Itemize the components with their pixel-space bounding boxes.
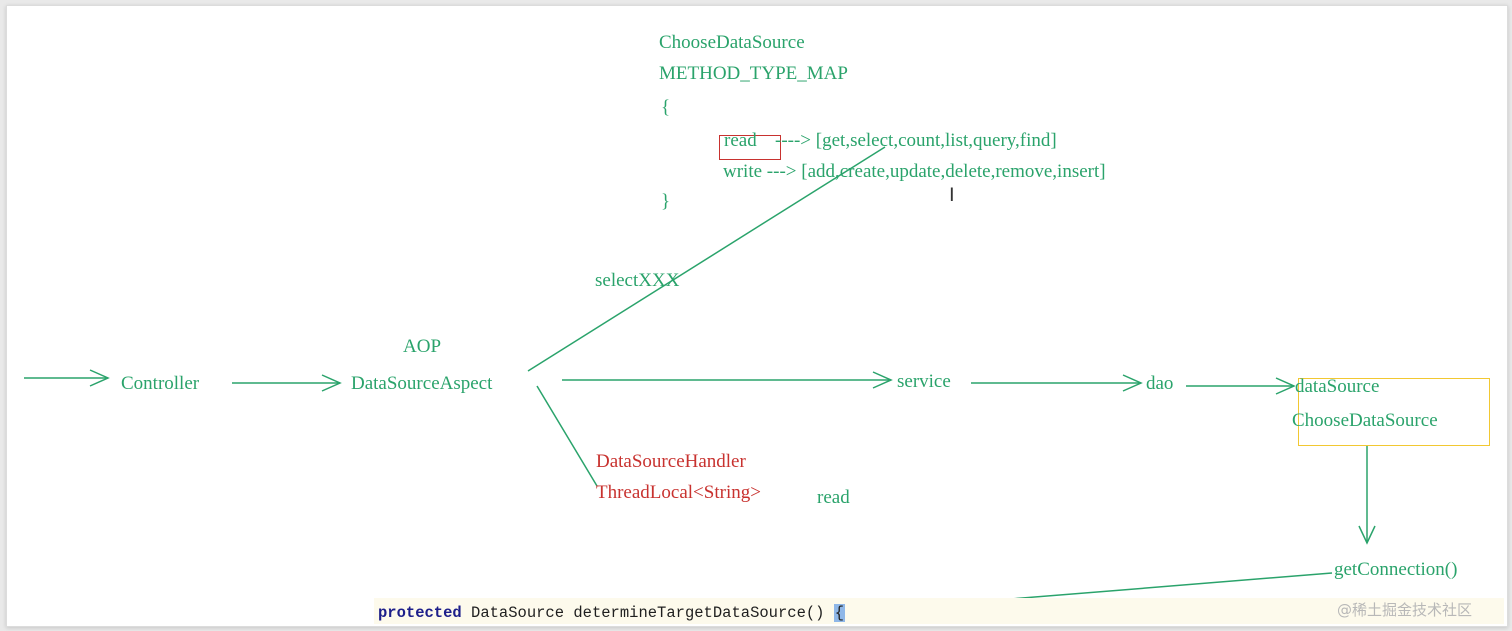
aspect-to-service-arrowhead <box>872 371 893 389</box>
service-node: service <box>897 371 951 392</box>
dao-node: dao <box>1146 373 1174 394</box>
code-signature: DataSource determineTargetDataSource() <box>461 604 834 622</box>
watermark: @稀土掘金技术社区 <box>1337 601 1473 619</box>
diagram-canvas: ChooseDataSource METHOD_TYPE_MAP { read … <box>6 5 1508 627</box>
datasource-node: dataSource <box>1295 376 1380 397</box>
read-highlight-box <box>719 135 781 160</box>
aspect-to-read-line <box>527 146 886 372</box>
handler-threadlocal: ThreadLocal<String> <box>596 482 761 503</box>
handler-name: DataSourceHandler <box>596 451 746 472</box>
choose-datasource-node: ChooseDataSource <box>1292 410 1438 431</box>
code-keyword: protected <box>378 604 462 622</box>
controller-node: Controller <box>121 373 200 394</box>
map-write-methods: write ---> [add,create,update,delete,rem… <box>723 161 1106 182</box>
datasource-highlight-box <box>1298 378 1490 446</box>
handler-value: read <box>817 487 850 508</box>
datasource-aspect-node: DataSourceAspect <box>351 373 493 394</box>
connector-layer <box>24 146 1376 606</box>
datasource-to-connection-arrowhead <box>1358 525 1376 545</box>
entry-arrowhead <box>89 369 110 387</box>
select-label: selectXXX <box>595 270 680 291</box>
code-brace: { <box>833 604 846 622</box>
dao-to-datasource-arrowhead <box>1275 377 1296 395</box>
get-connection-node: getConnection() <box>1334 559 1458 580</box>
map-read-key: read <box>724 130 757 151</box>
map-open-brace: { <box>661 97 671 118</box>
map-read-methods: ----> [get,select,count,list,query,find] <box>775 130 1057 151</box>
service-to-dao-arrowhead <box>1122 374 1143 392</box>
code-line: protected DataSource determineTargetData… <box>378 603 846 623</box>
map-name: METHOD_TYPE_MAP <box>659 63 848 84</box>
map-close-brace: } <box>661 191 671 212</box>
aop-label: AOP <box>403 336 442 357</box>
aspect-to-handler-line <box>536 385 598 487</box>
code-line-background <box>374 598 1504 624</box>
map-class-name: ChooseDataSource <box>659 32 805 53</box>
controller-to-aspect-arrowhead <box>321 374 342 392</box>
text-cursor-icon: I <box>949 184 955 206</box>
